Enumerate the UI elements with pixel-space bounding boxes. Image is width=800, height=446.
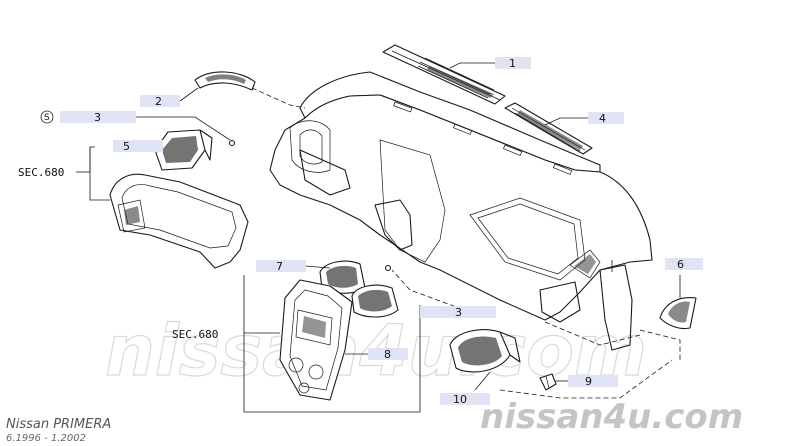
callout-6: 6 <box>665 258 703 271</box>
svg-text:4: 4 <box>599 112 606 125</box>
svg-text:5: 5 <box>123 140 130 153</box>
part-8-cluster-finisher <box>279 279 353 401</box>
svg-text:7: 7 <box>276 260 283 273</box>
svg-text:2: 2 <box>155 95 162 108</box>
svg-text:10: 10 <box>453 393 467 406</box>
part-4-side-defroster-grille <box>504 102 593 155</box>
svg-text:3: 3 <box>455 306 462 319</box>
svg-text:9: 9 <box>585 375 592 388</box>
section-ref-upper: SEC.680 <box>18 166 64 179</box>
watermark-corner: nissan4u.com <box>480 397 743 437</box>
callout-1: 1 <box>495 57 531 70</box>
callout-4: 4 <box>588 112 624 125</box>
callout-5: 5 <box>113 140 163 153</box>
svg-text:8: 8 <box>384 348 391 361</box>
svg-text:1: 1 <box>509 57 516 70</box>
callout-8: 8 <box>368 348 408 361</box>
instrument-panel-assembly <box>269 71 653 351</box>
footer-dates: 6.1996 - 1.2002 <box>6 433 86 444</box>
callout-3-lower: 3 <box>420 306 496 319</box>
svg-text:6: 6 <box>677 258 684 271</box>
part-2-finisher <box>194 71 256 91</box>
section-ref-lower: SEC.680 <box>172 328 218 341</box>
footer-model: Nissan PRIMERA <box>6 417 111 432</box>
callout-7: 7 <box>256 260 306 273</box>
callout-9: 9 <box>568 375 618 388</box>
part-5-side-ventilator <box>154 129 236 171</box>
part-6-cap <box>659 297 697 330</box>
callout-10: 10 <box>440 393 490 406</box>
part-10-side-ventilator <box>449 329 521 373</box>
callout-3-upper: S 3 <box>40 110 136 124</box>
cluster-lid <box>109 173 249 269</box>
part-1-defroster-grille <box>382 44 506 105</box>
s-mark: S <box>44 113 50 123</box>
svg-text:3: 3 <box>94 111 101 124</box>
callout-2: 2 <box>140 95 180 108</box>
part-9-clip <box>539 373 557 391</box>
